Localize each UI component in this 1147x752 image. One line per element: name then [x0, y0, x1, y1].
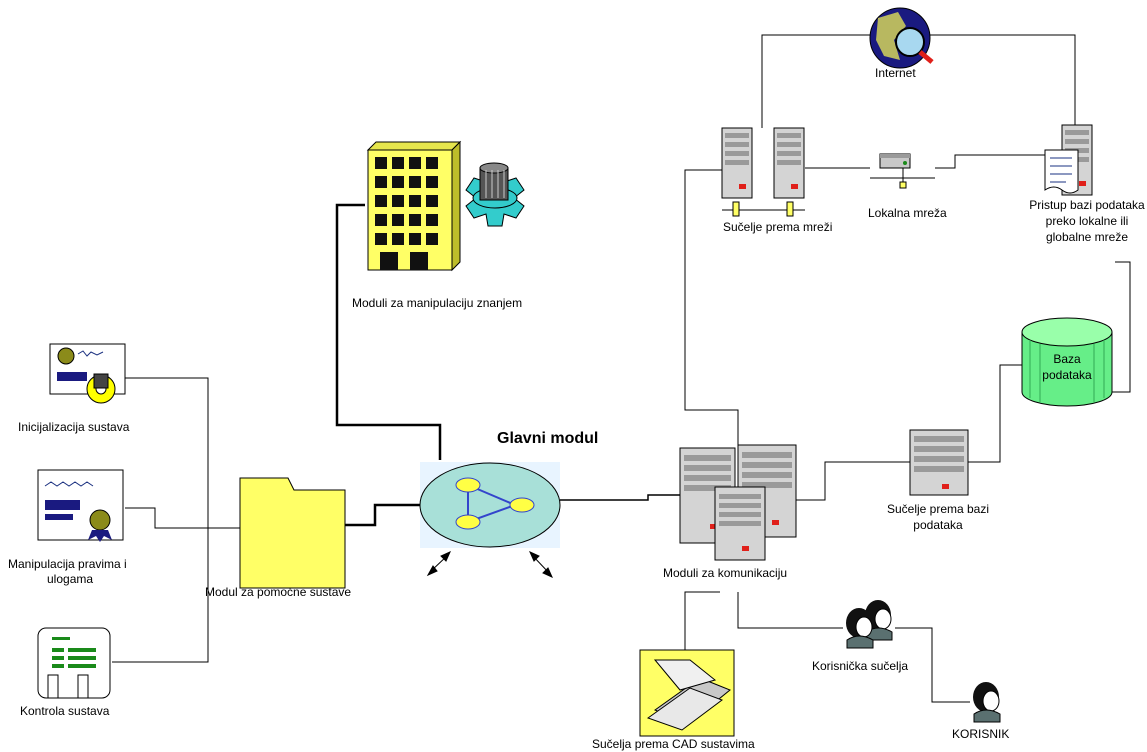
helper-module-label: Modul za pomoćne sustave — [205, 585, 352, 599]
server-icon — [721, 127, 805, 217]
comm-modules-label: Moduli za komunikaciju — [663, 566, 788, 580]
connection-lines — [112, 34, 1131, 703]
scanner-icon — [639, 649, 735, 737]
main-module-title: Glavni modul — [497, 430, 599, 447]
db-access-label-line2: preko lokalne ili — [1045, 214, 1129, 228]
rights-label-line2: ulogama — [47, 572, 94, 586]
document-icon — [37, 469, 124, 542]
db-access-server-icon — [1044, 124, 1093, 196]
network-hub-icon — [870, 153, 935, 189]
db-access-label-line1: Pristup bazi podataka — [1029, 198, 1145, 212]
db-interface-label-line1: Sučelje prema bazi — [886, 502, 990, 516]
control-label: Kontrola sustava — [20, 704, 110, 718]
db-interface-label-line2: podataka — [913, 518, 963, 532]
folder-icon — [239, 477, 346, 589]
control-chip-icon — [37, 627, 111, 699]
knowledge-modules-label: Moduli za manipulaciju znanjem — [352, 296, 523, 310]
certificate-icon — [49, 343, 126, 404]
comm-servers-icon — [679, 444, 797, 561]
building-icon — [366, 140, 462, 272]
local-network-label: Lokalna mreža — [868, 206, 947, 220]
database-icon — [1021, 317, 1113, 407]
network-interface-label: Sučelje prema mreži — [723, 220, 833, 234]
database-label-line1: Baza — [1053, 352, 1081, 366]
init-label: Inicijalizacija sustava — [18, 420, 130, 434]
user-interfaces-label: Korisnička sučelja — [812, 659, 909, 673]
cad-interfaces-label: Sučelja prema CAD sustavima — [592, 737, 755, 751]
user-label: KORISNIK — [952, 727, 1010, 741]
globe-icon — [869, 7, 934, 69]
database-label-line2: podataka — [1042, 368, 1092, 382]
db-access-label-line3: globalne mreže — [1045, 230, 1129, 244]
internet-label: Internet — [875, 66, 916, 80]
rights-label-line1: Manipulacija pravima i — [8, 557, 127, 571]
gear-icon — [465, 162, 525, 227]
server-icon — [909, 429, 969, 496]
main-module-icon — [419, 462, 561, 578]
person-icon — [845, 599, 893, 649]
person-icon — [972, 681, 1001, 723]
